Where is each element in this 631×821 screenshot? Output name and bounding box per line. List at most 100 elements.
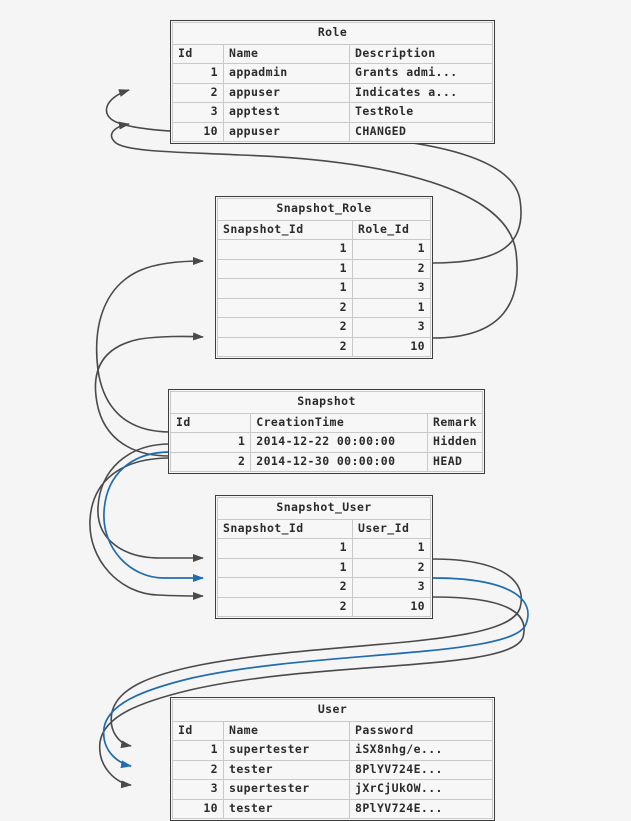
table-snapshot-role-title-row: Snapshot_Role bbox=[217, 198, 431, 221]
table-user-title: User bbox=[172, 699, 493, 722]
table-row[interactable]: 2 1 bbox=[217, 297, 431, 318]
table-row[interactable]: 2 10 bbox=[217, 596, 431, 617]
cell-user-password: 8PlYV724E... bbox=[349, 759, 493, 780]
cell-role-id: 1 bbox=[352, 297, 431, 318]
cell-role-name: appadmin bbox=[223, 63, 350, 84]
cell-user-id: 2 bbox=[352, 557, 431, 578]
cell-role-description: TestRole bbox=[349, 102, 493, 123]
cell-user-id: 3 bbox=[172, 779, 224, 800]
cell-creationtime: 2014-12-30 00:00:00 bbox=[250, 451, 429, 472]
table-snapshot-role-title: Snapshot_Role bbox=[217, 198, 431, 221]
table-role-col-description: Description bbox=[349, 43, 493, 64]
table-role-title-row: Role bbox=[172, 22, 493, 45]
table-row[interactable]: 1 3 bbox=[217, 278, 431, 299]
cell-role-id: 2 bbox=[172, 82, 224, 103]
table-snapshot-user[interactable]: Snapshot_User Snapshot_Id User_Id 1 1 1 … bbox=[215, 495, 433, 619]
cell-user-name: supertester bbox=[223, 779, 350, 800]
cell-creationtime: 2014-12-22 00:00:00 bbox=[250, 432, 429, 453]
table-role-col-id: Id bbox=[172, 43, 224, 64]
cell-user-name: supertester bbox=[223, 740, 350, 761]
table-row[interactable]: 1 2 bbox=[217, 258, 431, 279]
cell-snapshot-id: 2 bbox=[217, 577, 353, 598]
table-snapshot-role-col-role-id: Role_Id bbox=[352, 219, 431, 240]
cell-role-description: CHANGED bbox=[349, 121, 493, 142]
table-row[interactable]: 2 2014-12-30 00:00:00 HEAD bbox=[169, 451, 483, 472]
table-row[interactable]: 1 supertester iSX8nhg/e... bbox=[172, 740, 493, 761]
table-user[interactable]: User Id Name Password 1 supertester iSX8… bbox=[170, 697, 495, 821]
table-row[interactable]: 2 tester 8PlYV724E... bbox=[172, 759, 493, 780]
cell-role-id: 10 bbox=[172, 121, 224, 142]
cell-user-id: 10 bbox=[172, 798, 224, 819]
table-user-col-name: Name bbox=[223, 720, 350, 741]
table-role[interactable]: Role Id Name Description 1 appadmin Gran… bbox=[170, 20, 495, 144]
table-role-title: Role bbox=[172, 22, 493, 45]
cell-role-name: appuser bbox=[223, 121, 350, 142]
cell-user-id: 2 bbox=[172, 759, 224, 780]
cell-role-id: 3 bbox=[352, 278, 431, 299]
table-row[interactable]: 1 1 bbox=[217, 538, 431, 559]
table-snapshot-user-col-snapshot-id: Snapshot_Id bbox=[217, 518, 353, 539]
table-row[interactable]: 1 1 bbox=[217, 239, 431, 260]
cell-role-id: 1 bbox=[172, 63, 224, 84]
cell-user-id: 3 bbox=[352, 577, 431, 598]
cell-user-password: iSX8nhg/e... bbox=[349, 740, 493, 761]
cell-user-password: jXrCjUkOW... bbox=[349, 779, 493, 800]
table-row[interactable]: 2 3 bbox=[217, 317, 431, 338]
cell-user-id: 1 bbox=[172, 740, 224, 761]
table-row[interactable]: 1 2 bbox=[217, 557, 431, 578]
table-snapshot[interactable]: Snapshot Id CreationTime Remark 1 2014-1… bbox=[168, 389, 485, 474]
cell-user-password: 8PlYV724E... bbox=[349, 798, 493, 819]
table-snapshot-col-creationtime: CreationTime bbox=[250, 412, 429, 433]
cell-role-id: 10 bbox=[352, 336, 431, 357]
cell-role-id: 3 bbox=[172, 102, 224, 123]
cell-user-name: tester bbox=[223, 759, 350, 780]
cell-remark: Hidden bbox=[427, 432, 483, 453]
table-snapshot-title: Snapshot bbox=[170, 391, 483, 414]
table-snapshot-user-title: Snapshot_User bbox=[217, 497, 431, 520]
table-snapshot-role-col-snapshot-id: Snapshot_Id bbox=[217, 219, 353, 240]
table-snapshot-user-title-row: Snapshot_User bbox=[217, 497, 431, 520]
cell-role-id: 1 bbox=[352, 239, 431, 260]
cell-snapshot-id: 1 bbox=[217, 538, 353, 559]
cell-role-description: Grants admi... bbox=[349, 63, 493, 84]
cell-role-id: 2 bbox=[352, 258, 431, 279]
table-snapshot-user-col-user-id: User_Id bbox=[352, 518, 431, 539]
cell-snapshot-id: 2 bbox=[169, 451, 252, 472]
cell-snapshot-id: 1 bbox=[169, 432, 252, 453]
cell-role-id: 3 bbox=[352, 317, 431, 338]
cell-remark: HEAD bbox=[427, 451, 483, 472]
cell-role-name: apptest bbox=[223, 102, 350, 123]
edge-snapshot-snapshotuser-10 bbox=[89, 457, 204, 600]
cell-snapshot-id: 1 bbox=[217, 278, 353, 299]
table-row[interactable]: 2 appuser Indicates a... bbox=[172, 82, 493, 103]
cell-user-id: 10 bbox=[352, 596, 431, 617]
cell-role-description: Indicates a... bbox=[349, 82, 493, 103]
cell-snapshot-id: 2 bbox=[217, 297, 353, 318]
cell-snapshot-id: 2 bbox=[217, 596, 353, 617]
table-snapshot-role-header-row: Snapshot_Id Role_Id bbox=[217, 219, 431, 240]
cell-snapshot-id: 2 bbox=[217, 336, 353, 357]
table-row[interactable]: 10 appuser CHANGED bbox=[172, 121, 493, 142]
table-user-header-row: Id Name Password bbox=[172, 720, 493, 741]
table-row[interactable]: 3 supertester jXrCjUkOW... bbox=[172, 779, 493, 800]
table-snapshot-col-id: Id bbox=[169, 412, 252, 433]
cell-user-name: tester bbox=[223, 798, 350, 819]
table-row[interactable]: 10 tester 8PlYV724E... bbox=[172, 798, 493, 819]
table-snapshot-header-row: Id CreationTime Remark bbox=[169, 412, 483, 433]
table-snapshot-role[interactable]: Snapshot_Role Snapshot_Id Role_Id 1 1 1 … bbox=[215, 196, 433, 359]
table-row[interactable]: 3 apptest TestRole bbox=[172, 102, 493, 123]
table-user-col-id: Id bbox=[172, 720, 224, 741]
table-row[interactable]: 2 3 bbox=[217, 577, 431, 598]
cell-snapshot-id: 2 bbox=[217, 317, 353, 338]
table-row[interactable]: 2 10 bbox=[217, 336, 431, 357]
table-snapshot-user-header-row: Snapshot_Id User_Id bbox=[217, 518, 431, 539]
cell-user-id: 1 bbox=[352, 538, 431, 559]
cell-snapshot-id: 1 bbox=[217, 557, 353, 578]
cell-snapshot-id: 1 bbox=[217, 258, 353, 279]
table-row[interactable]: 1 2014-12-22 00:00:00 Hidden bbox=[169, 432, 483, 453]
table-row[interactable]: 1 appadmin Grants admi... bbox=[172, 63, 493, 84]
table-snapshot-col-remark: Remark bbox=[427, 412, 483, 433]
table-role-header-row: Id Name Description bbox=[172, 43, 493, 64]
table-user-title-row: User bbox=[172, 699, 493, 722]
